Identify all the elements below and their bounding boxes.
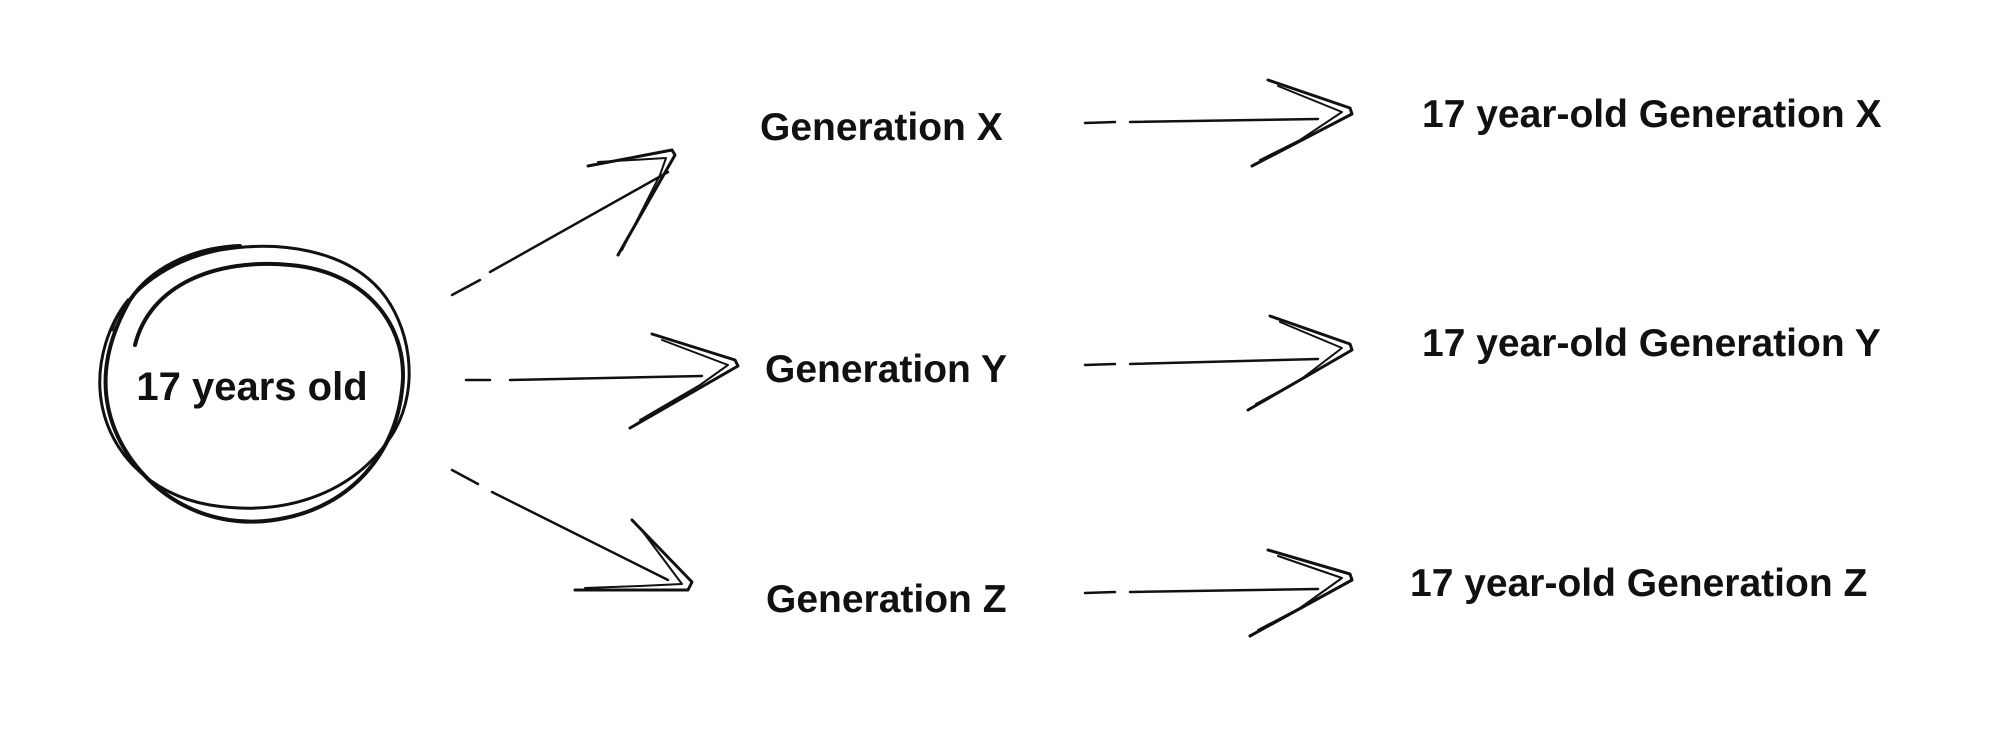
root-to-generation-z-arrow (450, 468, 694, 592)
root-to-generation-x-arrow (450, 148, 677, 297)
result-generation-x-label: 17 year-old Generation X (1422, 93, 1882, 136)
generation-z-to-result-arrow (1083, 548, 1354, 638)
root-circle-outer (103, 244, 405, 524)
generation-z-label: Generation Z (766, 578, 1007, 621)
root-circle-inner (98, 244, 411, 510)
root-node: 17 years old (98, 244, 411, 524)
generation-x-to-result-arrow (1083, 78, 1354, 168)
result-generation-z-label: 17 year-old Generation Z (1410, 562, 1867, 605)
generation-y-label: Generation Y (765, 348, 1007, 391)
generation-y-to-result-arrow (1083, 314, 1354, 412)
root-to-generation-y-arrow (464, 332, 740, 430)
result-generation-y-label: 17 year-old Generation Y (1422, 322, 1881, 365)
root-label: 17 years old (136, 365, 367, 409)
generation-x-label: Generation X (760, 106, 1003, 149)
